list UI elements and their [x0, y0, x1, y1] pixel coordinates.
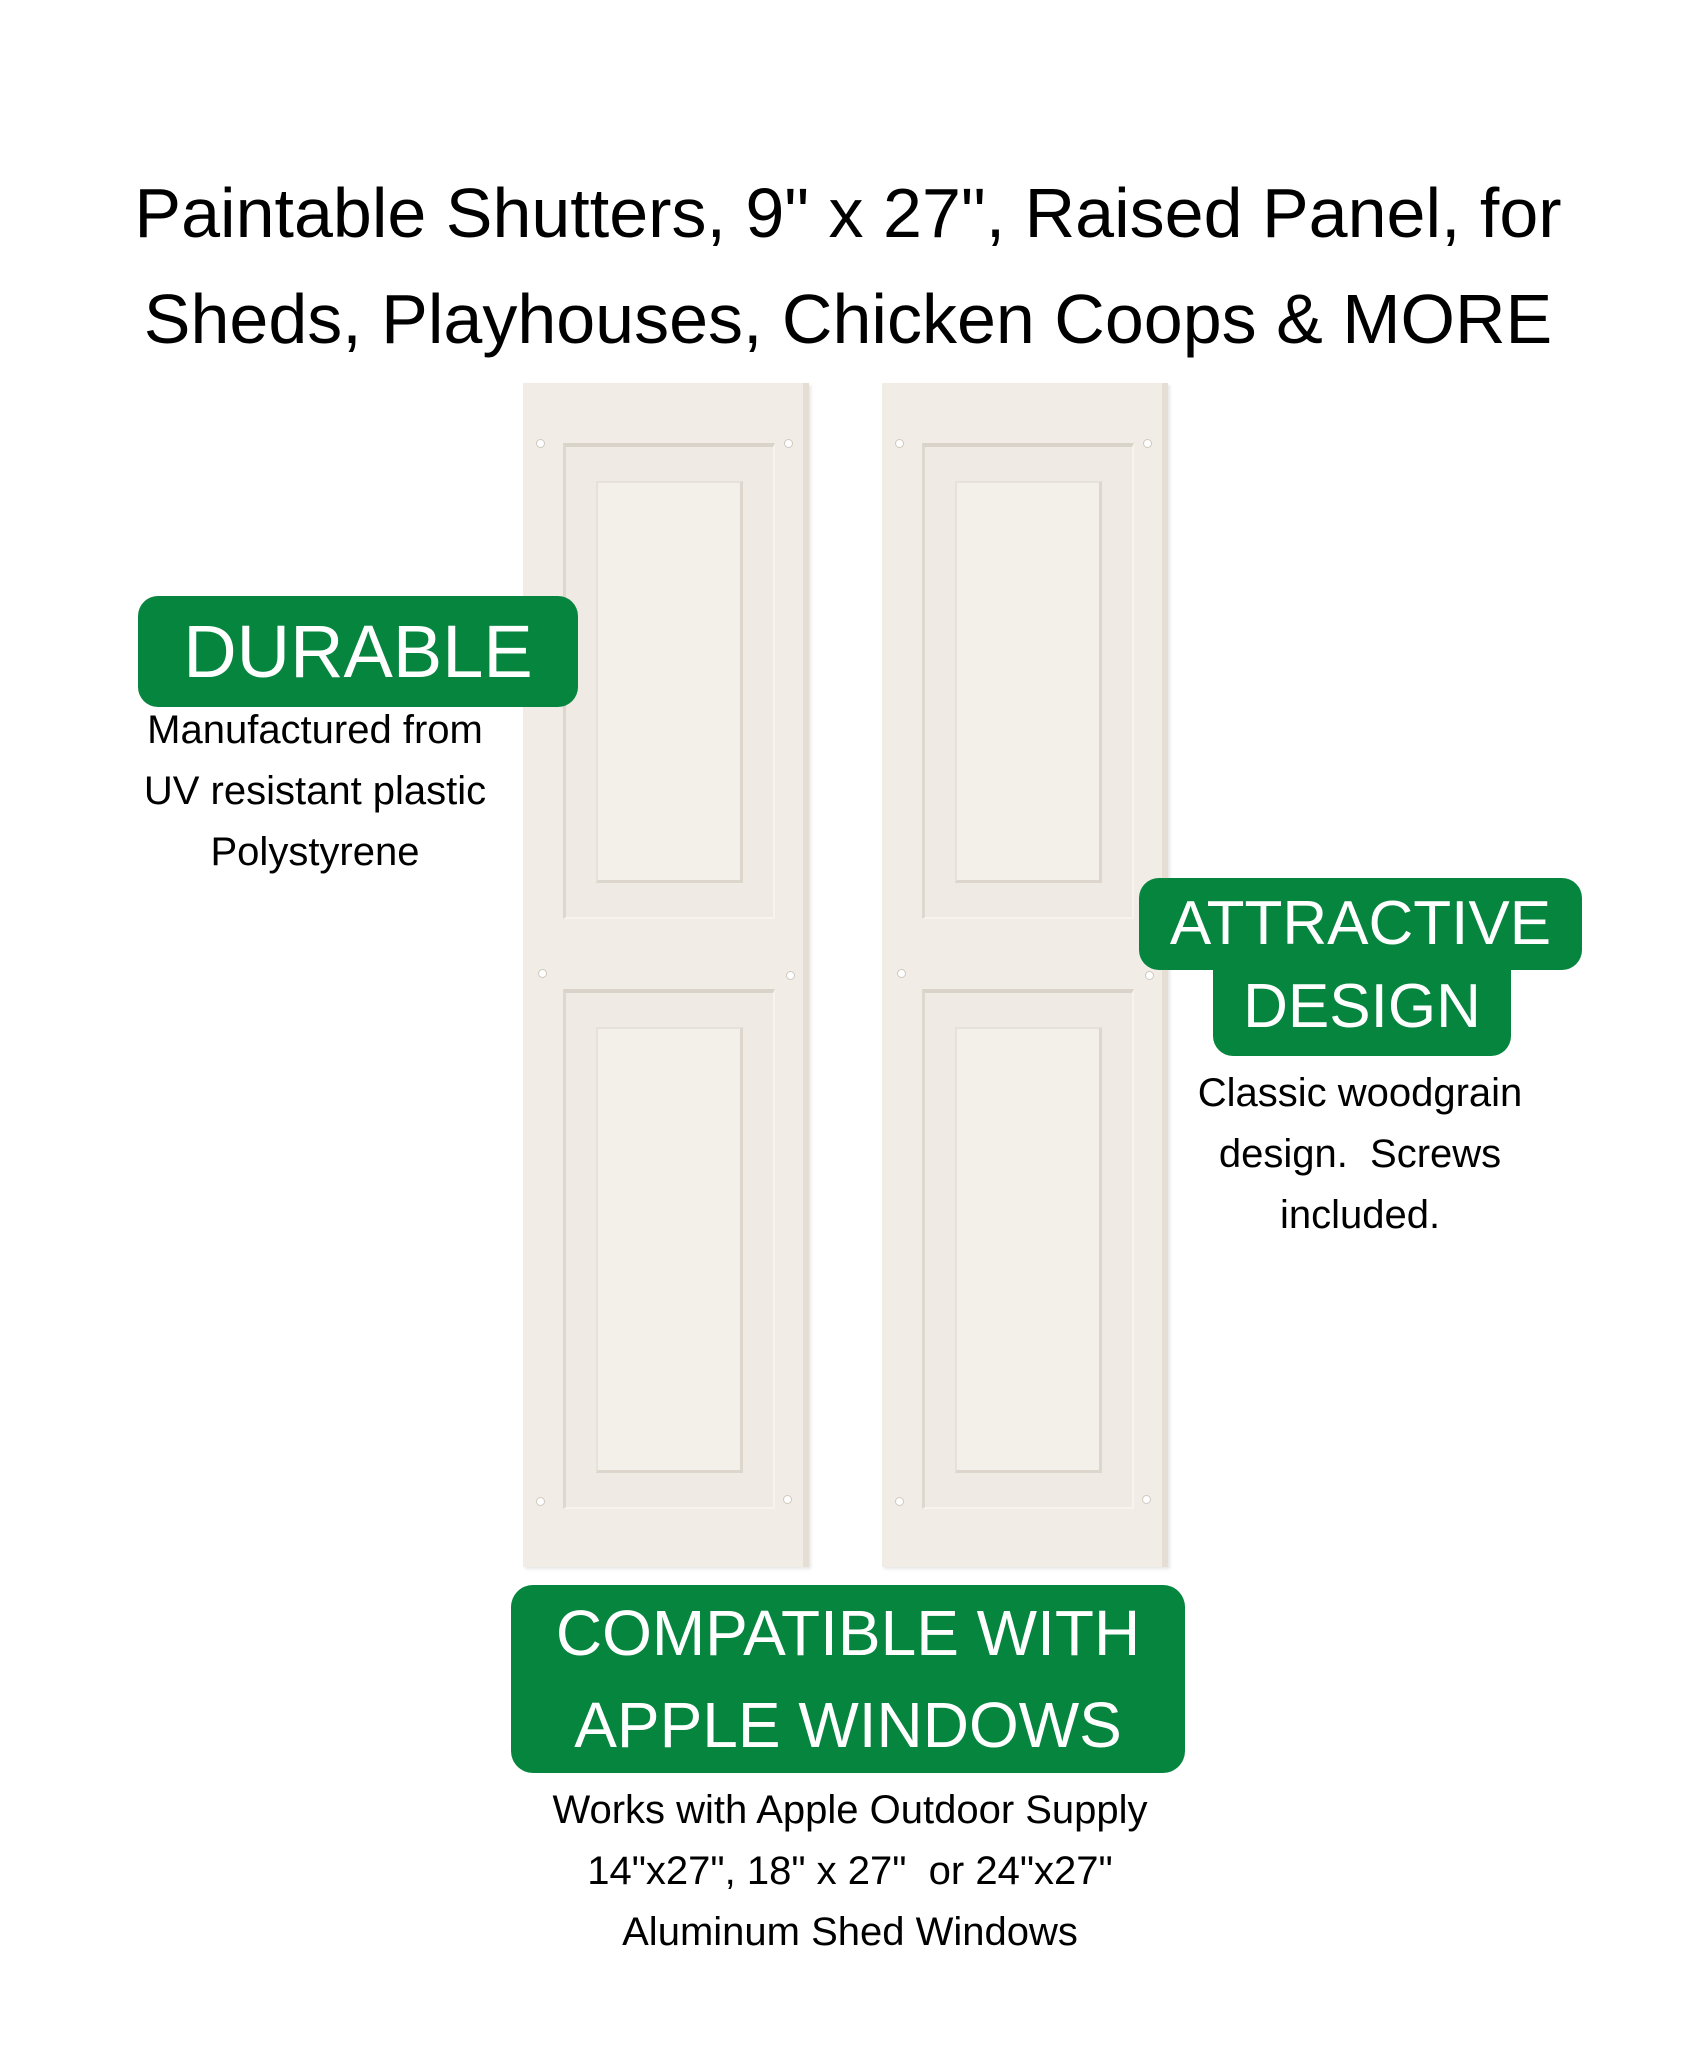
- compatible-badge: COMPATIBLE WITH APPLE WINDOWS: [511, 1585, 1185, 1773]
- title-line-1: Paintable Shutters, 9" x 27", Raised Pan…: [134, 174, 1562, 252]
- attractive-design-description: Classic woodgrain design. Screws include…: [1197, 1071, 1523, 1237]
- screw-hole-icon: [786, 971, 795, 980]
- screw-hole-icon: [1145, 971, 1154, 980]
- product-title: Paintable Shutters, 9" x 27", Raised Pan…: [0, 160, 1696, 372]
- screw-hole-icon: [783, 1495, 792, 1504]
- screw-hole-icon: [1143, 439, 1152, 448]
- raised-panel-bottom: [922, 989, 1134, 1509]
- screw-hole-icon: [536, 1497, 545, 1506]
- screw-hole-icon: [897, 969, 906, 978]
- raised-panel-bottom: [563, 989, 775, 1509]
- durable-badge: DURABLE: [138, 596, 578, 707]
- screw-hole-icon: [895, 439, 904, 448]
- shutter-right-image: [882, 383, 1168, 1567]
- screw-hole-icon: [784, 439, 793, 448]
- screw-hole-icon: [1142, 1495, 1151, 1504]
- screw-hole-icon: [895, 1497, 904, 1506]
- screw-hole-icon: [538, 969, 547, 978]
- shutter-left-image: [523, 383, 809, 1567]
- durable-description: Manufactured from UV resistant plastic P…: [143, 708, 487, 874]
- raised-panel-top: [563, 443, 775, 919]
- compatible-description: Works with Apple Outdoor Supply 14"x27",…: [552, 1788, 1148, 1954]
- title-line-2: Sheds, Playhouses, Chicken Coops & MORE: [143, 280, 1553, 358]
- attractive-design-badge-line-2: DESIGN: [1213, 966, 1511, 1056]
- attractive-design-badge-line-1: ATTRACTIVE: [1139, 878, 1582, 970]
- raised-panel-top: [922, 443, 1134, 919]
- screw-hole-icon: [536, 439, 545, 448]
